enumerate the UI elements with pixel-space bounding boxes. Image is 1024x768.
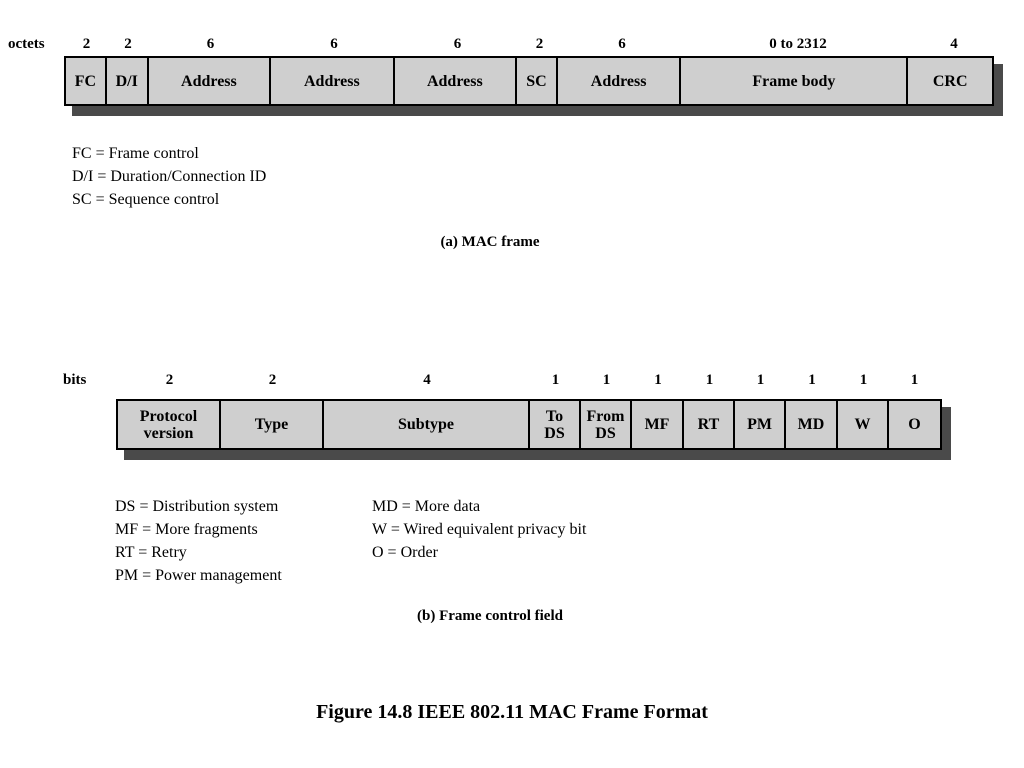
fc-field-label: MF [644,416,670,433]
fc-size-label: 1 [910,372,919,388]
mac-size-label: 6 [618,36,626,52]
frame-control-legend-right: MD = More data W = Wired equivalent priv… [372,495,586,564]
fc-field-7: PM [735,401,786,448]
legend-item-ds: DS = Distribution system [115,498,279,515]
mac-field-4: Address [395,58,518,104]
mac-size-label: 2 [124,36,132,52]
fc-size-label: 1 [756,372,765,388]
mac-frame-caption: (a) MAC frame [440,234,540,250]
fc-field-9: W [838,401,889,448]
fc-size-label: 4 [423,372,431,388]
fc-size-label: 1 [551,372,560,388]
legend-item-md: MD = More data [372,498,481,515]
fc-field-label: O [908,416,921,433]
mac-field-0: FC [66,58,107,104]
fc-size-label: 1 [808,372,816,388]
fc-field-label: To [545,407,564,425]
fc-field-5: MF [632,401,684,448]
mac-field-1: D/I [107,58,149,104]
legend-item-w: W = Wired equivalent privacy bit [372,521,587,538]
fc-size-label: 1 [705,372,714,388]
fc-field-label: Subtype [397,416,455,433]
fc-size-label: 1 [602,372,611,388]
octets-unit-label: octets [8,36,45,52]
legend-item-pm: PM = Power management [115,567,282,584]
mac-field-2: Address [149,58,272,104]
fc-field-10: O [889,401,940,448]
figure-title: Figure 14.8 IEEE 802.11 MAC Frame Format [316,701,708,723]
fc-field-label: MD [797,416,825,433]
mac-field-3: Address [271,58,395,104]
mac-size-label: 2 [535,36,544,52]
legend-item-di: D/I = Duration/Connection ID [72,168,267,185]
fc-field-label: From [586,407,625,425]
fc-field-6: RT [684,401,735,448]
fc-size-label: 1 [654,372,662,388]
mac-size-label: 6 [453,36,462,52]
bits-unit-label: bits [63,372,87,388]
frame-control-caption: (b) Frame control field [417,608,563,624]
mac-field-7: Frame body [681,58,909,104]
mac-field-6: Address [558,58,682,104]
mac-size-label: 0 to 2312 [769,36,827,52]
fc-size-label: 2 [165,372,174,388]
legend-item-sc: SC = Sequence control [72,191,220,208]
fc-field-2: Subtype [324,401,530,448]
fc-field-label: Protocol [139,407,198,425]
legend-item-fc: FC = Frame control [72,145,199,162]
fc-field-label: RT [697,416,720,433]
frame-control-legend-left: DS = Distribution system MF = More fragm… [115,495,282,587]
fc-field-label: W [854,416,871,433]
legend-item-rt: RT = Retry [115,544,187,561]
legend-item-o: O = Order [372,544,438,561]
fc-field-label: PM [747,416,772,433]
fc-size-label: 1 [859,372,868,388]
legend-item-mf: MF = More fragments [115,521,258,538]
fc-field-label: Type [254,416,289,433]
mac-size-label: 6 [330,36,338,52]
mac-size-label: 6 [206,36,215,52]
fc-field-8: MD [786,401,838,448]
fc-field-1: Type [221,401,324,448]
fc-field-label: DS [595,424,616,442]
mac-field-5: SC [517,58,558,104]
mac-size-label: 4 [950,36,958,52]
mac-field-8: CRC [932,72,968,90]
fc-size-label: 2 [268,372,277,388]
mac-size-label: 2 [82,36,91,52]
fc-field-label: version [143,424,194,442]
fc-field-label: DS [544,424,565,442]
mac-frame-legend: FC = Frame control D/I = Duration/Connec… [72,142,266,211]
